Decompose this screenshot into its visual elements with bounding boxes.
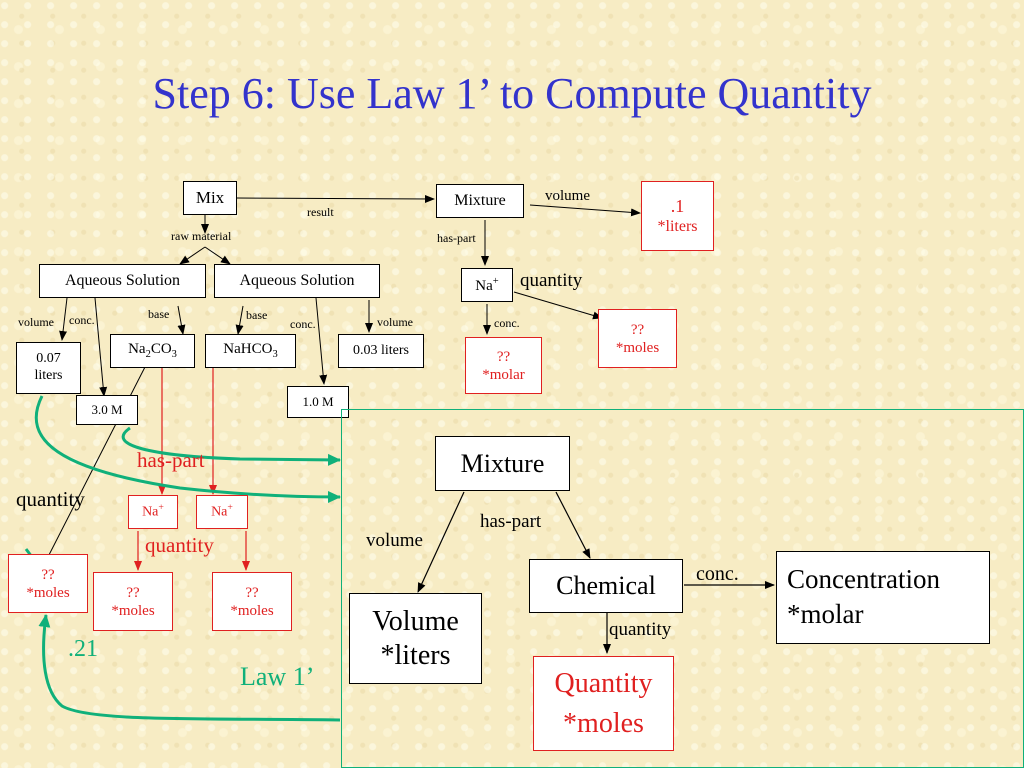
- mixture-volume-value-box: .1 *liters: [641, 181, 714, 251]
- right-aqueous-solution-box: Aqueous Solution: [214, 264, 380, 298]
- left-volume-value-line1: 0.07: [36, 351, 61, 367]
- left-na-moles-unknown: ??: [126, 584, 140, 601]
- law-concentration-line1: Concentration: [787, 564, 940, 594]
- right-na-moles-unit: *moles: [230, 602, 274, 619]
- left-conc-value: 3.0 M: [91, 402, 123, 418]
- mixture-label: Mixture: [454, 192, 506, 210]
- mixture-has-part-label: has-part: [437, 231, 476, 245]
- right-na-moles-unknown: ??: [245, 584, 259, 601]
- right-volume-value-box: 0.03 liters: [338, 334, 424, 368]
- na-plus-box-top: Na+: [461, 268, 513, 302]
- total-moles-unit: *moles: [26, 584, 70, 601]
- right-aqueous-solution-label: Aqueous Solution: [239, 272, 355, 290]
- total-moles-unknown: ??: [41, 566, 55, 583]
- sodium-carbonate-box: Na2CO3: [110, 334, 195, 368]
- law-has-part-label: has-part: [480, 511, 542, 532]
- mix-box: Mix: [183, 181, 237, 215]
- na-plus-molar-unknown: ??: [496, 348, 511, 365]
- left-volume-value-box: 0.07 liters: [16, 342, 81, 394]
- right-conc-label: conc.: [290, 317, 316, 331]
- law-mixture-label: Mixture: [460, 448, 545, 478]
- mixture-box: Mixture: [436, 184, 524, 218]
- na-plus-moles-unit: *moles: [615, 339, 660, 356]
- left-conc-value-box: 3.0 M: [76, 395, 138, 425]
- left-conc-label: conc.: [69, 313, 95, 327]
- left-na-moles-box: ?? *moles: [93, 572, 173, 631]
- result-value-label: .21: [68, 636, 98, 662]
- right-volume-value: 0.03 liters: [353, 342, 409, 358]
- na-plus-label-top: Na+: [475, 275, 499, 294]
- law-conc-label: conc.: [696, 563, 739, 585]
- na-plus-moles-unknown: ??: [630, 321, 645, 338]
- raw-material-label: raw material: [171, 229, 232, 243]
- law-quantity-box: Quantity *moles: [533, 656, 674, 751]
- right-volume-label: volume: [377, 315, 413, 329]
- law-volume-box: Volume *liters: [349, 593, 482, 684]
- right-na-moles-box: ?? *moles: [212, 572, 292, 631]
- na-plus-box-left: Na+: [128, 495, 178, 529]
- has-part-red-label: has-part: [137, 448, 205, 472]
- na-plus-molar-unit: *molar: [482, 366, 525, 383]
- sodium-bicarbonate-label: NaHCO3: [223, 341, 278, 361]
- mixture-volume-value: .1: [670, 195, 685, 216]
- law-volume-line1: Volume: [372, 605, 459, 637]
- law-concentration-line2: *molar: [787, 599, 864, 630]
- na-plus-conc-label: conc.: [494, 316, 520, 330]
- left-na-moles-unit: *moles: [111, 602, 155, 619]
- law-volume-line2: *liters: [380, 639, 451, 671]
- law-quantity-label: quantity: [609, 619, 672, 640]
- na-plus-box-right: Na+: [196, 495, 248, 529]
- law-diagram-arrows: [417, 491, 775, 654]
- top-graph-arrows: [27, 194, 641, 597]
- result-label: result: [307, 205, 334, 219]
- law-mixture-box: Mixture: [435, 436, 570, 491]
- sodium-bicarbonate-box: NaHCO3: [205, 334, 296, 368]
- law-quantity-line2: *moles: [563, 707, 644, 739]
- right-conc-value: 1.0 M: [302, 394, 334, 410]
- na-plus-quantity-label: quantity: [520, 270, 583, 291]
- na-plus-label-right: Na+: [211, 502, 233, 520]
- law-volume-label: volume: [366, 530, 423, 551]
- right-base-label: base: [246, 308, 268, 322]
- quantity-black-label: quantity: [16, 487, 85, 511]
- law-label: Law 1’: [240, 662, 315, 691]
- mix-label: Mix: [195, 187, 225, 207]
- law-chemical-label: Chemical: [556, 571, 656, 601]
- law-quantity-line1: Quantity: [554, 668, 653, 700]
- left-aqueous-solution-box: Aqueous Solution: [39, 264, 206, 298]
- na-plus-moles-box: ?? *moles: [598, 309, 677, 368]
- mixture-volume-unit: *liters: [657, 218, 698, 236]
- left-volume-value-line2: liters: [34, 368, 63, 383]
- total-moles-box: ?? *moles: [8, 554, 88, 613]
- na-plus-label-left: Na+: [142, 502, 164, 520]
- slide-title: Step 6: Use Law 1’ to Compute Quantity: [152, 69, 872, 118]
- law-concentration-box: Concentration *molar: [776, 551, 990, 644]
- left-base-label: base: [148, 307, 170, 321]
- has-part-red-arrows: [134, 367, 250, 571]
- na-plus-molar-box: ?? *molar: [465, 337, 542, 394]
- right-conc-value-box: 1.0 M: [287, 386, 349, 418]
- left-volume-label: volume: [18, 315, 54, 329]
- sodium-carbonate-label: Na2CO3: [128, 341, 177, 361]
- left-aqueous-solution-label: Aqueous Solution: [64, 272, 181, 290]
- law-chemical-box: Chemical: [529, 559, 683, 613]
- mixture-volume-label: volume: [545, 188, 590, 204]
- quantity-red-label: quantity: [145, 533, 214, 557]
